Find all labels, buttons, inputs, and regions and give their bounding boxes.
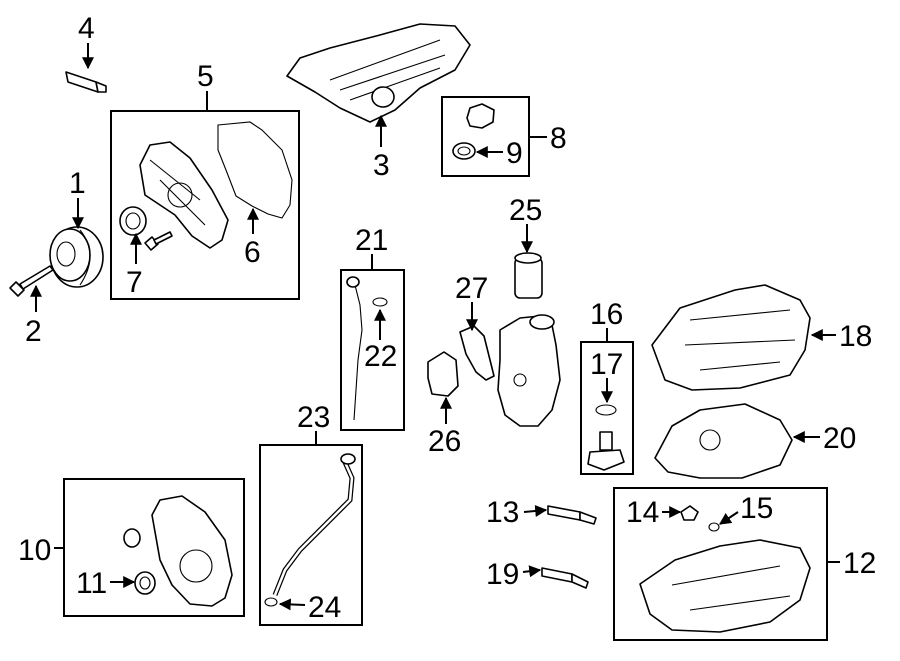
pulley-bolt-part <box>9 265 54 297</box>
callout-22: 22 <box>364 340 397 373</box>
callout-26: 26 <box>428 425 461 458</box>
oil-filter-part <box>514 252 543 299</box>
timing-cover-part <box>139 141 229 249</box>
dipstick-part <box>346 276 388 421</box>
leader-lines <box>30 43 840 611</box>
callout-10: 10 <box>18 534 51 567</box>
callout-14: 14 <box>626 496 659 529</box>
callout-21: 21 <box>355 224 388 257</box>
callout-17: 17 <box>590 348 623 381</box>
callout-2: 2 <box>25 315 42 348</box>
cover-seal-part <box>119 206 173 251</box>
box-dipstick-tube <box>259 444 363 626</box>
callout-labels: 4 5 1 2 7 6 3 8 9 25 21 27 22 16 17 18 2… <box>18 12 876 624</box>
drain-plug-part <box>680 505 720 532</box>
filter-element-part <box>587 404 625 471</box>
crankshaft-pulley-part <box>49 226 104 288</box>
callout-27: 27 <box>455 272 488 305</box>
callout-19: 19 <box>486 558 519 591</box>
callout-13: 13 <box>486 496 519 529</box>
callout-5: 5 <box>197 60 214 93</box>
callout-8: 8 <box>550 122 567 155</box>
sealant-tube-13-part <box>547 505 597 525</box>
callout-9: 9 <box>506 137 523 170</box>
lower-oil-pan-part <box>639 539 811 633</box>
callout-6: 6 <box>244 236 261 269</box>
sealant-tube-part <box>65 71 107 93</box>
upper-oil-pan-part <box>651 284 811 391</box>
engine-cover-part <box>286 23 471 123</box>
callout-11: 11 <box>76 567 107 600</box>
oil-baffle-part <box>654 403 793 479</box>
front-cover-part <box>123 495 233 607</box>
callout-25: 25 <box>509 194 542 227</box>
box-timing-cover <box>110 110 300 300</box>
box-oil-pan <box>613 487 828 641</box>
oil-filter-housing-part <box>497 314 561 427</box>
sealant-tube-19-part <box>541 567 589 589</box>
callout-7: 7 <box>126 266 143 299</box>
dipstick-tube-part <box>264 453 356 607</box>
callout-23: 23 <box>297 401 330 434</box>
callout-24: 24 <box>308 591 341 624</box>
callout-15: 15 <box>740 492 773 525</box>
cooler-gasket-part <box>459 325 495 381</box>
oil-filler-cap-part <box>452 103 495 160</box>
callout-16: 16 <box>590 298 623 331</box>
oil-sensor-part <box>427 351 459 397</box>
callout-20: 20 <box>823 422 856 455</box>
cover-gasket-part <box>217 121 293 219</box>
callout-12: 12 <box>843 547 876 580</box>
callout-1: 1 <box>69 167 86 200</box>
callout-3: 3 <box>373 149 390 182</box>
callout-4: 4 <box>78 12 95 45</box>
callout-18: 18 <box>839 320 872 353</box>
